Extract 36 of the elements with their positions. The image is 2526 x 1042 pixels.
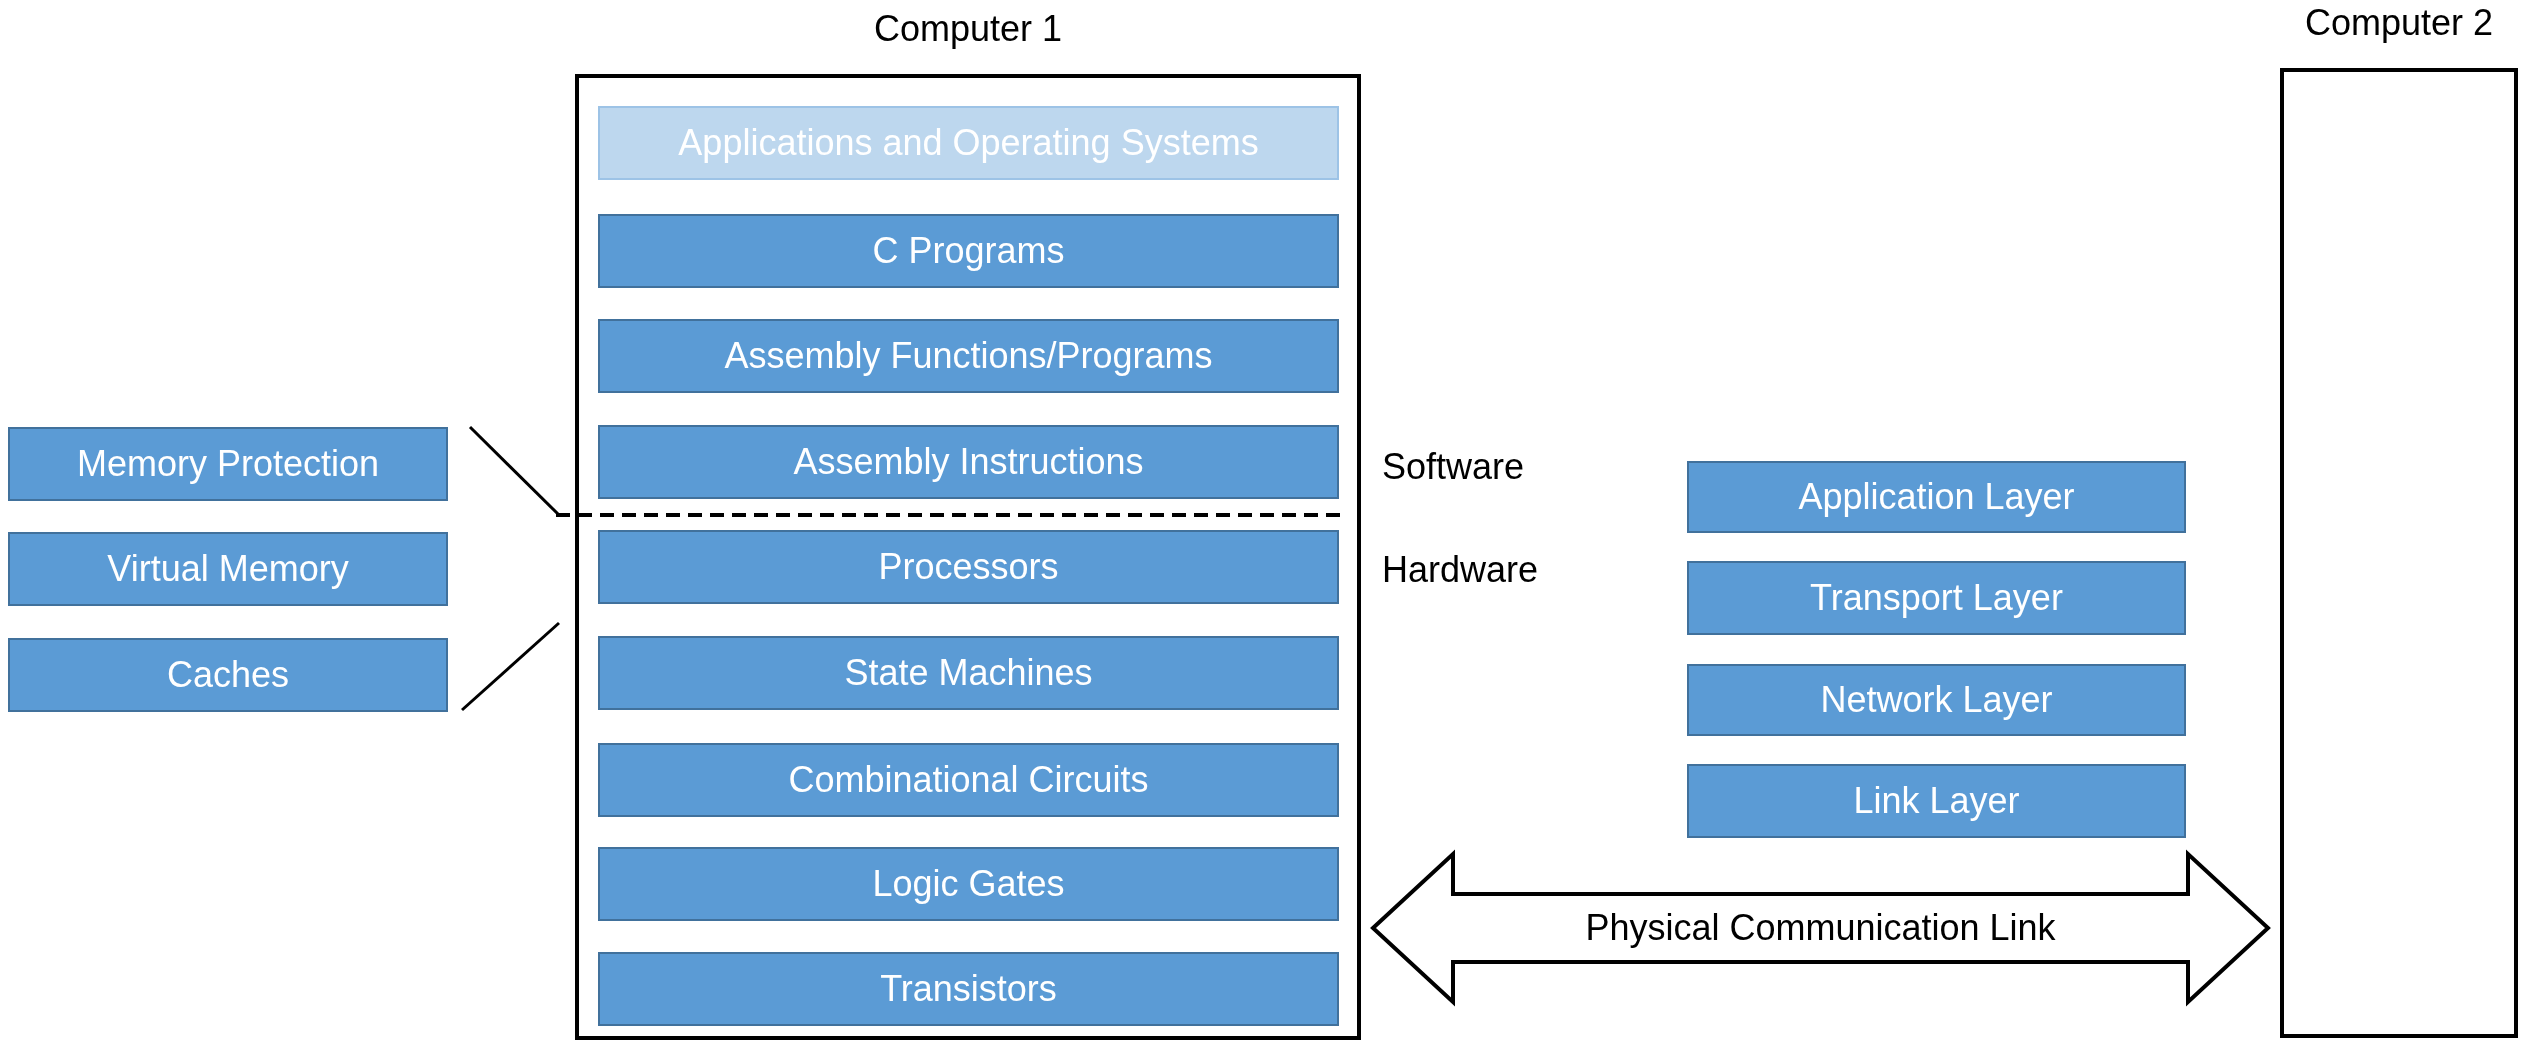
layer-box (8, 638, 448, 712)
layer-group-label: Software (1382, 446, 1525, 488)
layer-box (598, 530, 1339, 604)
layer-name: Assembly Instructions (793, 441, 1144, 483)
layer-name: Transport Layer (1810, 577, 2063, 619)
layer-box (1687, 461, 2186, 533)
layer-name: Virtual Memory (107, 548, 349, 590)
layer-box (598, 214, 1339, 288)
computer-heading: Computer 1 (872, 8, 1064, 50)
layer-box (598, 743, 1339, 817)
layer-box (598, 952, 1339, 1026)
computer-heading: Computer 2 (2303, 2, 2495, 44)
layer-name: Combinational Circuits (788, 759, 1149, 801)
layer-box (1687, 561, 2186, 635)
layer-name: Memory Protection (76, 443, 380, 485)
layer-name: C Programs (872, 230, 1065, 272)
layer-box (1687, 764, 2186, 838)
layer-box (8, 532, 448, 606)
layer-box (598, 106, 1339, 180)
layer-name: Assembly Functions/Programs (724, 335, 1213, 377)
layer-group-label: Hardware (1382, 549, 1539, 591)
layer-name: Applications and Operating Systems (678, 122, 1259, 164)
layer-name: Logic Gates (872, 863, 1065, 905)
layer-name: Processors (878, 546, 1059, 588)
layer-box (598, 636, 1339, 710)
layer-box (598, 319, 1339, 393)
layer-box (1687, 664, 2186, 736)
layer-name: Caches (166, 654, 290, 696)
layer-name: State Machines (844, 652, 1093, 694)
layer-box (598, 847, 1339, 921)
layer-name: Transistors (880, 968, 1057, 1010)
layer-name: Network Layer (1820, 679, 2053, 721)
layer-box (8, 427, 448, 501)
layer-name: Application Layer (1798, 476, 2075, 518)
layer-name: Link Layer (1853, 780, 2020, 822)
layer-box (598, 425, 1339, 499)
